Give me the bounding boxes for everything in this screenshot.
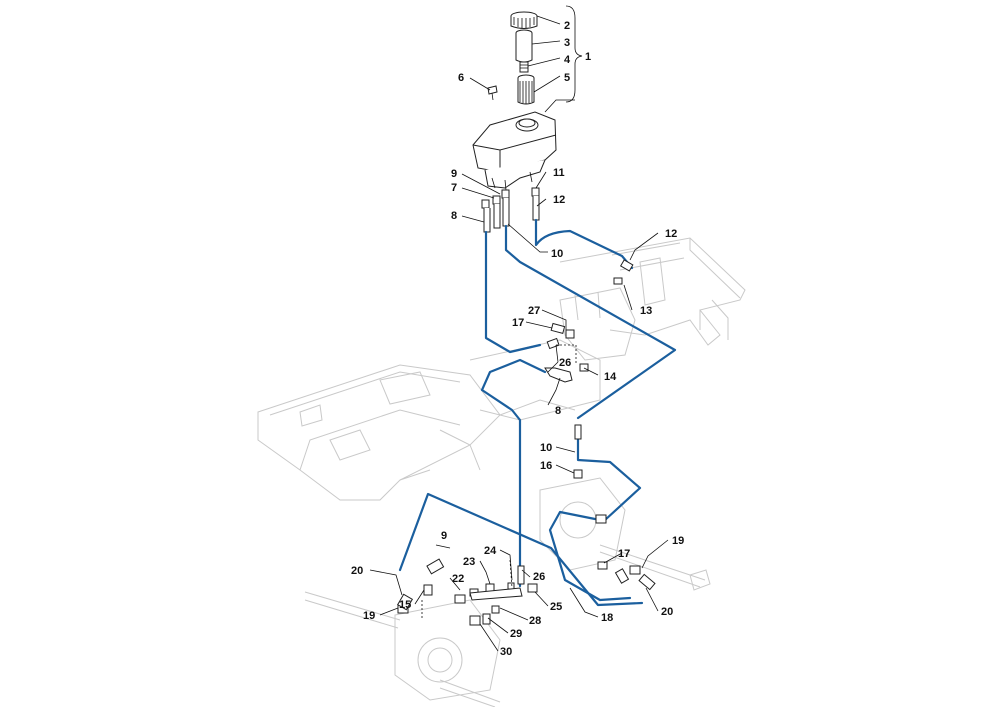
spring-icon	[519, 61, 529, 73]
callout-5: 5	[564, 72, 570, 84]
callout-26: 26	[559, 357, 571, 369]
callout-19-lower: 19	[672, 535, 684, 547]
callout-12-lower: 12	[665, 228, 677, 240]
callout-8: 8	[451, 210, 457, 222]
callout-9-lower: 9	[441, 530, 447, 542]
callout-27: 27	[528, 305, 540, 317]
callout-25: 25	[550, 601, 562, 613]
callout-1: 1	[585, 51, 591, 63]
callout-16: 16	[540, 460, 552, 472]
callout-18: 18	[601, 612, 613, 624]
callout-24: 24	[484, 545, 497, 557]
hydraulic-hoses	[398, 218, 677, 607]
screw-icon	[487, 85, 498, 101]
callout-30: 30	[500, 646, 512, 658]
callout-23: 23	[463, 556, 475, 568]
callout-leaders	[369, 5, 669, 652]
hose-end-fittings	[396, 259, 656, 626]
callout-13: 13	[640, 305, 652, 317]
callout-14: 14	[604, 371, 617, 383]
callout-10-lower: 10	[540, 442, 552, 454]
chassis-frame-ghost	[257, 237, 746, 707]
filter-element-icon	[517, 74, 535, 105]
callout-4: 4	[564, 54, 571, 66]
reservoir-tank-icon	[472, 111, 557, 191]
callout-20-lower: 20	[661, 606, 673, 618]
callout-labels: 2 3 4 5 1 6 9 7 8 11 12 10 12 13 27 17 2…	[351, 20, 684, 658]
callout-6: 6	[458, 72, 464, 84]
hose-fitting-icon	[481, 187, 540, 233]
callout-12: 12	[553, 194, 565, 206]
callout-17: 17	[512, 317, 524, 329]
callout-3: 3	[564, 37, 570, 49]
callout-11: 11	[553, 167, 565, 179]
callout-7: 7	[451, 182, 457, 194]
callout-9: 9	[451, 168, 457, 180]
filler-cap-icon	[510, 11, 538, 29]
callout-22: 22	[452, 573, 464, 585]
callout-26-lower: 26	[533, 571, 545, 583]
callout-20: 20	[351, 565, 363, 577]
filter-housing-icon	[515, 29, 533, 63]
callout-19: 19	[363, 610, 375, 622]
callout-10: 10	[551, 248, 563, 260]
callout-28: 28	[529, 615, 541, 627]
callout-2: 2	[564, 20, 570, 32]
callout-8-lower: 8	[555, 405, 561, 417]
callout-17-lower: 17	[618, 548, 630, 560]
callout-15: 15	[399, 599, 411, 611]
callout-29: 29	[510, 628, 522, 640]
